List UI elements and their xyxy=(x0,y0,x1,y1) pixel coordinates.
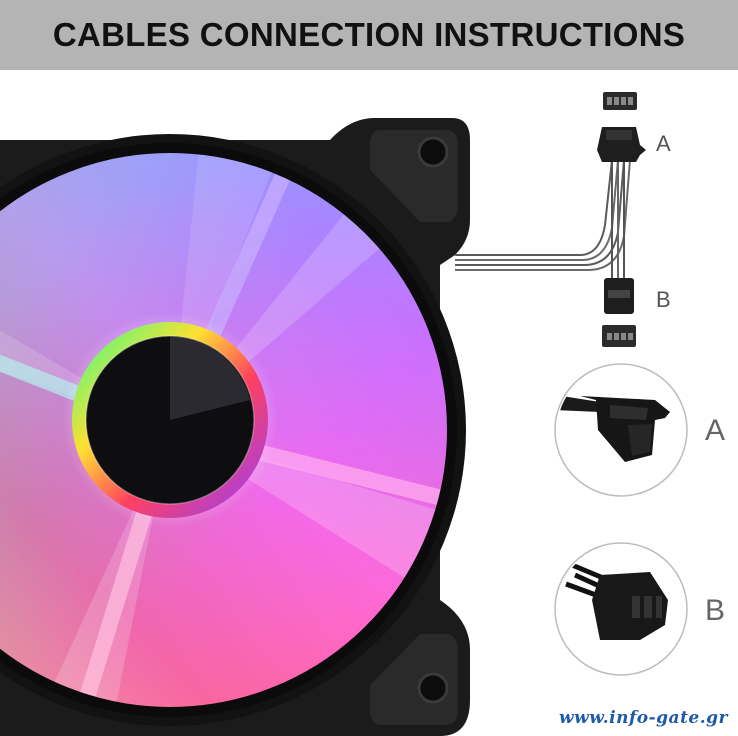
product-scene: A B A B xyxy=(0,70,738,736)
connector-b-icon xyxy=(602,278,636,347)
page-title: CABLES CONNECTION INSTRUCTIONS xyxy=(52,16,686,53)
connector-a-icon xyxy=(597,92,646,162)
connector-a-label: A xyxy=(656,131,671,156)
watermark-text: www.info-gate.gr xyxy=(559,708,728,728)
detail-a-label: A xyxy=(705,414,726,447)
cable-diagram-svg xyxy=(0,92,688,736)
rgb-fan-image xyxy=(0,118,470,736)
cable-b-detail-image xyxy=(554,542,688,676)
cable-a-detail-image xyxy=(554,363,688,497)
detail-b-label: B xyxy=(705,594,726,627)
connector-b-label: B xyxy=(656,287,671,312)
title-banner: CABLES CONNECTION INSTRUCTIONS xyxy=(0,0,738,70)
